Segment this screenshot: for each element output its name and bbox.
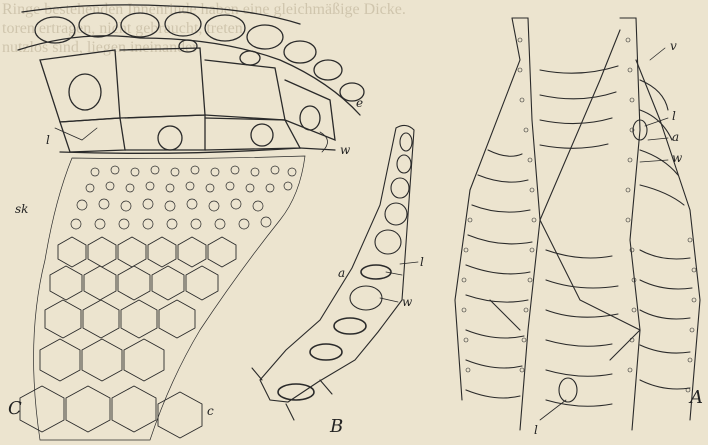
panel-b-letter: B [330, 418, 343, 436]
label-a-l-bottom: l [534, 424, 538, 436]
label-a-l: l [672, 110, 676, 122]
label-a-v: v [670, 40, 677, 52]
grain-dots [462, 38, 696, 392]
label-c-e: e [356, 97, 363, 109]
leader-b-w [380, 298, 398, 302]
label-a-w: w [672, 152, 682, 164]
label-c-sk: sk [15, 203, 28, 215]
leader-b-a [386, 272, 402, 275]
panel-a-letter: A [690, 389, 703, 407]
nucleus-bottom [559, 378, 577, 402]
panel-c-letter: C [8, 400, 22, 418]
parenchyma-cells [40, 48, 335, 153]
label-b-a: a [338, 267, 345, 279]
label-b-l: l [420, 256, 424, 268]
label-c-c: c [207, 405, 214, 417]
panel-c-drawing [18, 5, 364, 440]
label-a-a: a [672, 131, 679, 143]
panel-b-drawing [252, 125, 418, 420]
panel-a-drawing [455, 18, 700, 430]
label-b-w: w [402, 296, 412, 308]
leader-l [55, 128, 97, 140]
polygonal-cells [20, 237, 236, 438]
leader-b-l [400, 262, 418, 264]
label-c-w: w [340, 144, 350, 156]
label-c-l: l [46, 134, 50, 146]
